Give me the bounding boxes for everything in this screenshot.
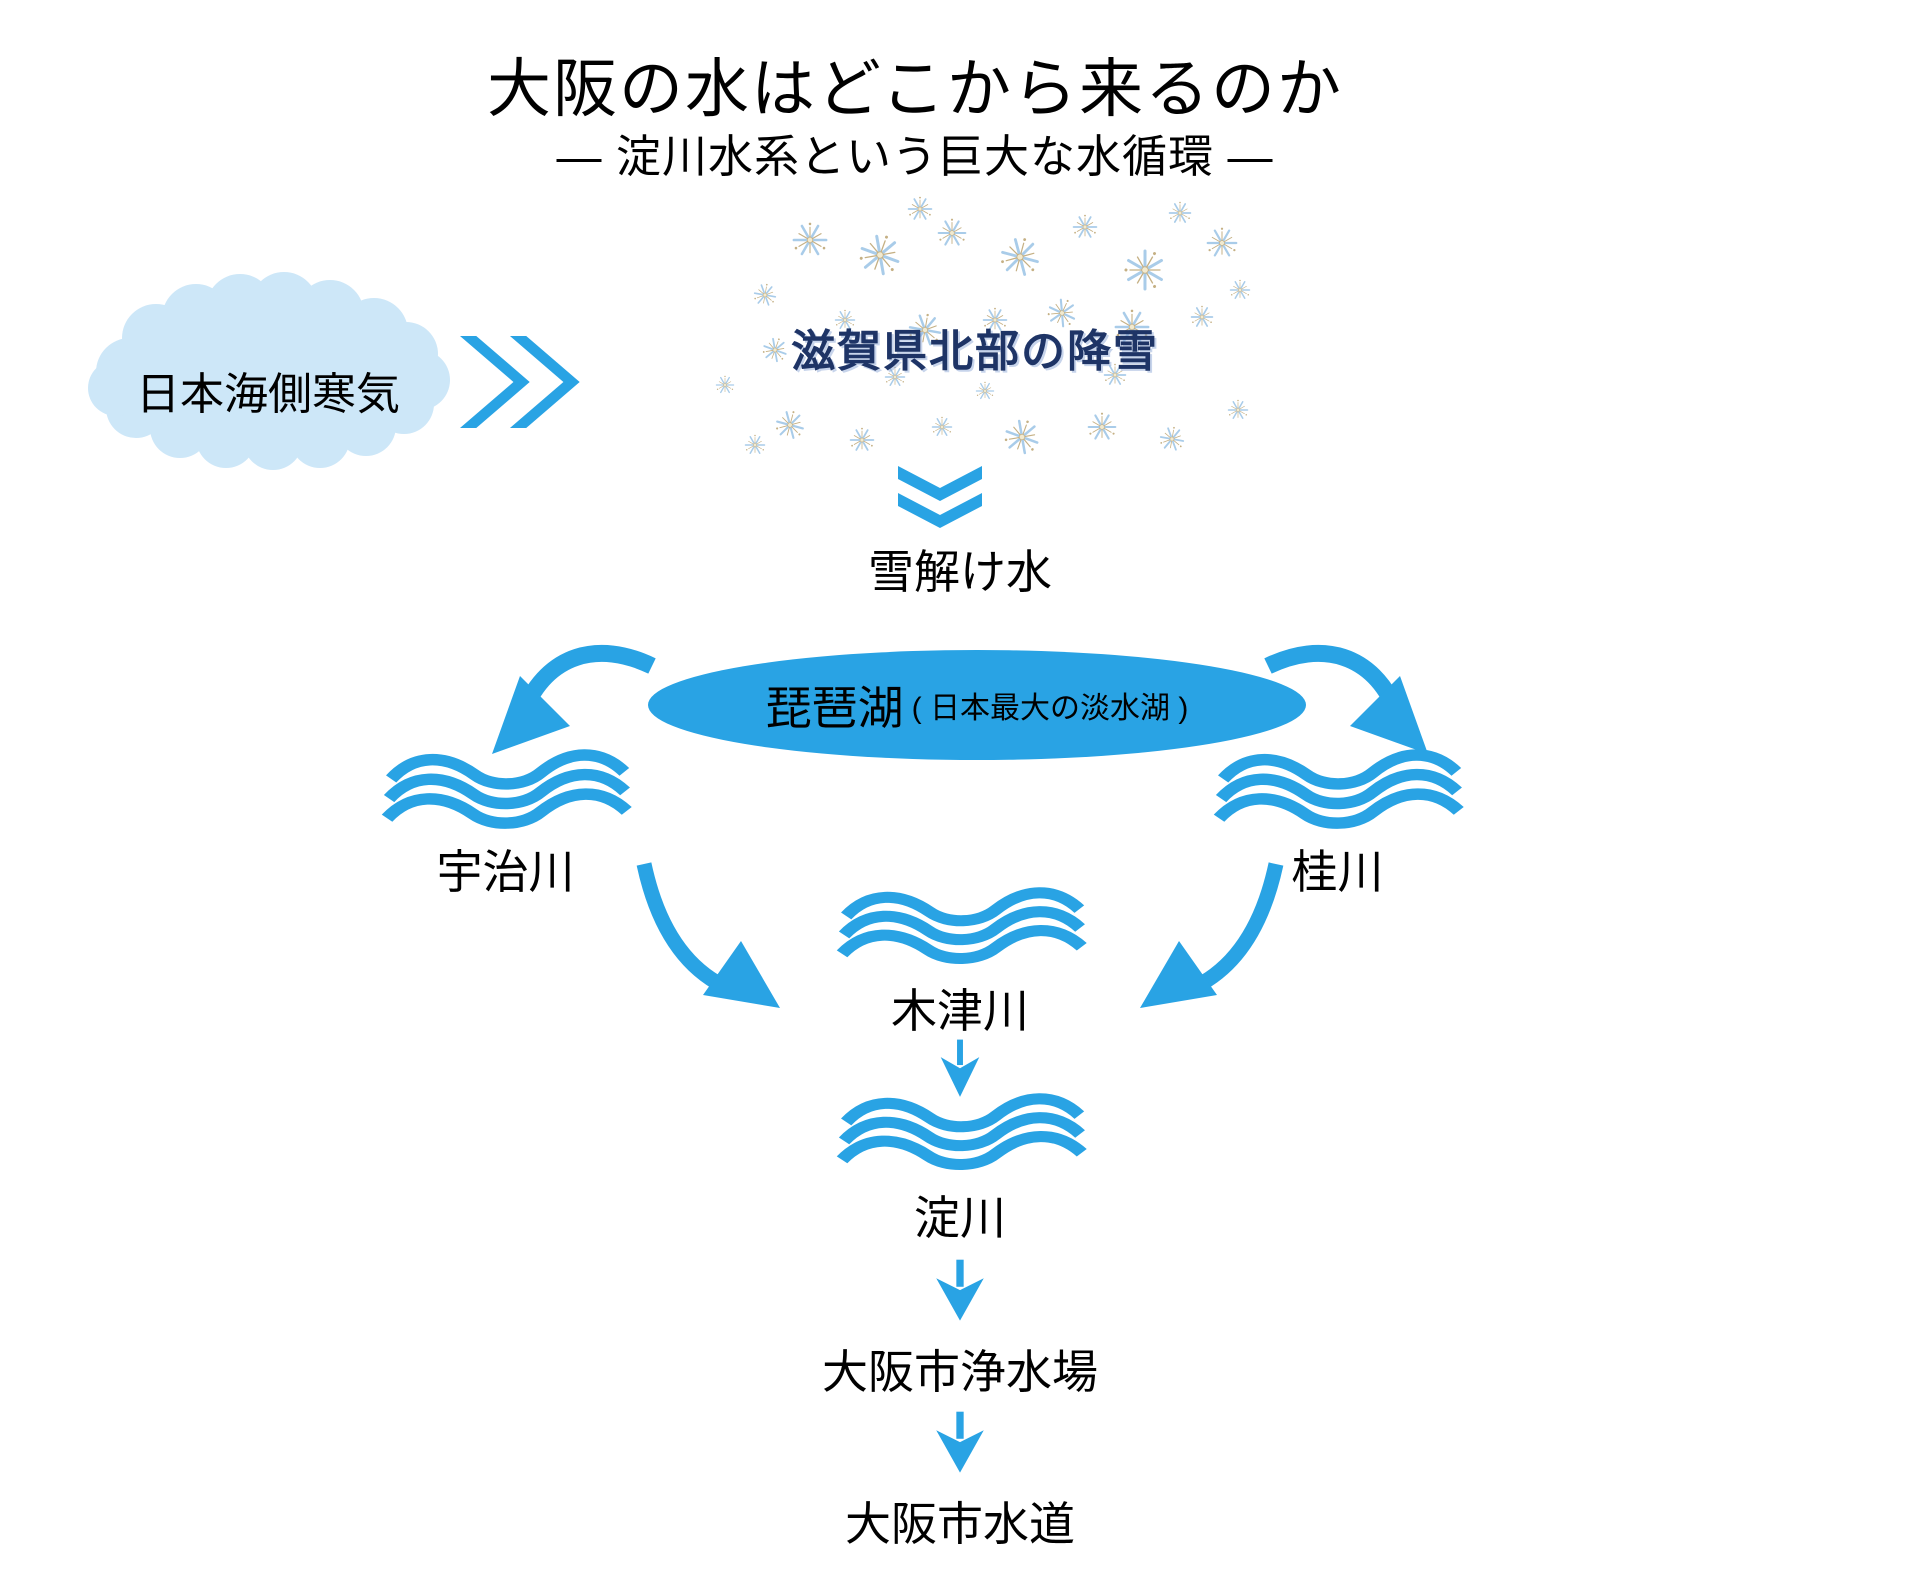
kizu-river-label: 木津川 xyxy=(891,985,1029,1037)
page-subtitle: ― 淀川水系という巨大な水循環 ― xyxy=(556,131,1274,182)
down-arrow-icon xyxy=(928,1258,992,1324)
waves-kizu-icon xyxy=(838,888,1083,970)
purification-plant-label: 大阪市浄水場 xyxy=(822,1346,1098,1398)
cold-air-cloud xyxy=(68,272,468,470)
snowfall-label: 滋賀県北部の降雪 xyxy=(791,327,1159,376)
lake-biwa-note: ( 日本最大の淡水湖 ) xyxy=(911,692,1189,725)
double-chevron-right-icon xyxy=(460,336,580,428)
cold-air-label: 日本海側寒気 xyxy=(136,370,400,419)
uji-river-label: 宇治川 xyxy=(436,846,575,898)
lake-biwa-ellipse: 琵琶湖 ( 日本最大の淡水湖 ) xyxy=(648,650,1306,760)
yodo-river-label: 淀川 xyxy=(914,1192,1006,1244)
waves-katsura-icon xyxy=(1215,750,1460,835)
waves-uji-icon xyxy=(383,750,628,835)
waves-yodo-icon xyxy=(838,1094,1083,1176)
down-arrow-icon xyxy=(928,1410,992,1476)
waterworks-label: 大阪市水道 xyxy=(845,1498,1075,1550)
double-chevron-down-icon xyxy=(898,466,982,528)
down-arrow-icon xyxy=(934,1038,986,1100)
curved-arrow-right-icon xyxy=(1250,628,1480,763)
lake-biwa-name: 琵琶湖 xyxy=(765,682,904,734)
curved-arrow-left-icon xyxy=(440,628,670,763)
page-title: 大阪の水はどこから来るのか xyxy=(486,53,1344,125)
cloud-icon xyxy=(88,272,450,470)
snowmelt-label: 雪解け水 xyxy=(868,546,1052,598)
katsura-river-label: 桂川 xyxy=(1291,846,1384,898)
